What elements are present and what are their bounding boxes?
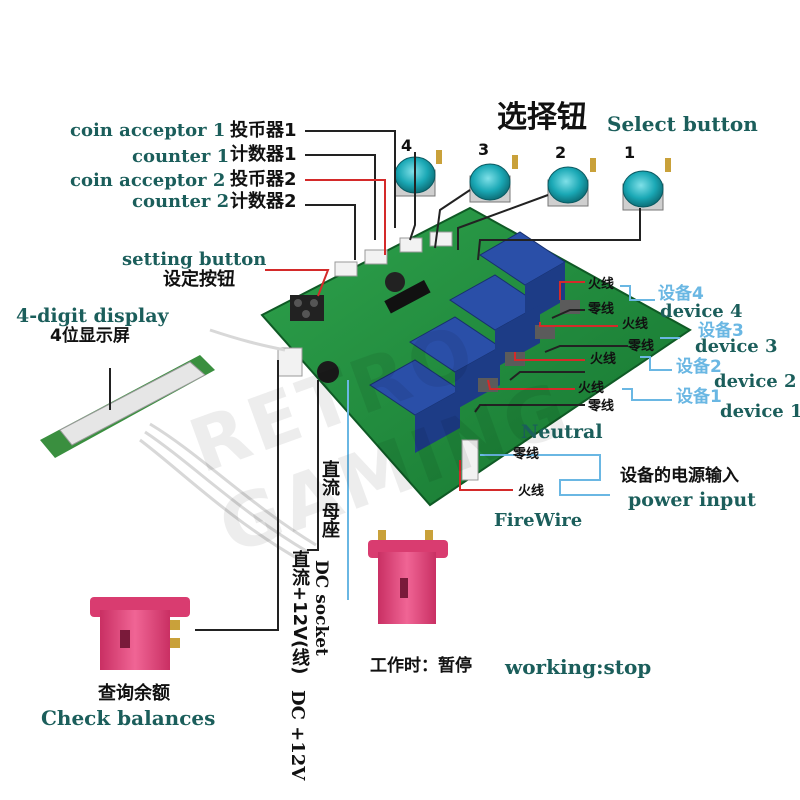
device-1-neutral: 零线 [588,399,615,414]
device-4-fire: 火线 [588,277,615,292]
power-input-zh: 设备的电源输入 [620,466,739,486]
coin-acceptor-1-en: coin acceptor 1 [70,120,226,141]
device-3-zh: 设备3 [698,321,744,341]
check-balances-zh: 查询余额 [98,683,170,704]
device-2-zh: 设备2 [676,357,722,377]
coin-acceptor-1-zh: 投币器1 [230,120,297,141]
pink-button-stop [368,530,448,624]
device-3-en: device 3 [695,336,778,357]
counter-2-zh: 计数器2 [230,191,297,212]
device-1-en: device 1 [720,401,800,422]
power-input-en: power input [628,489,756,511]
leader-lines-red [265,179,618,491]
setting-button-en: setting button [122,249,267,270]
dc-wire-en: DC +12V [287,690,308,781]
device-4-neutral: 零线 [588,302,615,317]
counter-1-en: counter 1 [132,146,230,167]
stop-en: working:stop [505,655,652,679]
leader-lines-blue [347,285,680,600]
stop-zh: 工作时：暂停 [370,656,472,676]
setting-button-zh: 设定按钮 [163,269,235,290]
display-zh: 4位显示屏 [50,326,130,346]
neutral-en: Neutral [521,421,603,443]
firewire-en: FireWire [494,510,583,531]
button-number-4: 4 [401,136,413,155]
device-1-fire: 火线 [578,381,605,396]
leader-lines-black [109,130,641,631]
button-number-2: 2 [555,143,567,162]
device-4-zh: 设备4 [658,284,704,304]
check-balances-en: Check balances [41,706,216,730]
device-4-en: device 4 [660,301,743,322]
dc-wire-zh: 直流+12V(线) [289,550,310,675]
display-module [40,355,215,458]
button-number-3: 3 [478,140,490,159]
ribbon-cable [139,328,317,562]
relay-blocks [369,231,566,453]
coin-acceptor-2-zh: 投币器2 [230,169,297,190]
title-zh: 选择钮 [497,100,587,135]
device-2-en: device 2 [714,371,797,392]
device-2-fire: 火线 [590,352,617,367]
device-3-neutral: 零线 [628,339,655,354]
firewire-zh: 火线 [518,484,545,499]
title-en: Select button [607,112,758,136]
dc-socket-zh: 直流 母座 [319,460,340,539]
display-en: 4-digit display [16,305,169,327]
device-neutral-lines [474,309,628,413]
counter-1-zh: 计数器1 [230,144,297,165]
button-number-1: 1 [624,143,636,162]
neutral-zh: 零线 [513,447,540,462]
device-3-fire: 火线 [622,317,649,332]
dc-socket-en: DC socket [311,560,331,656]
pink-button-check-balances [90,597,190,670]
device-1-zh: 设备1 [676,387,722,407]
counter-2-en: counter 2 [132,191,230,212]
setting-button-block [290,295,324,321]
coin-acceptor-2-en: coin acceptor 2 [70,170,226,191]
